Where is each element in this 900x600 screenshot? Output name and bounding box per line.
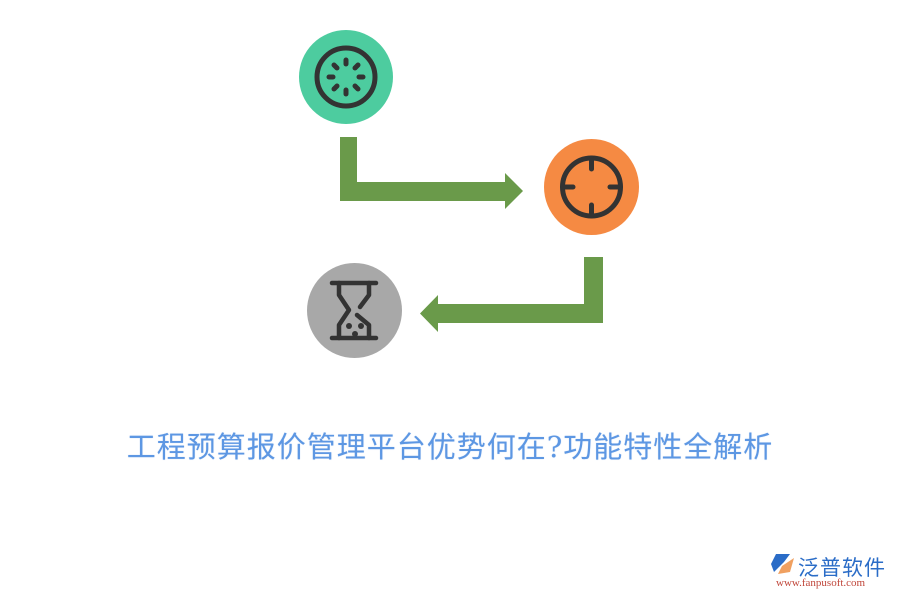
step-2-node [544,139,639,235]
logo-url[interactable]: www.fanpusoft.com [776,577,866,589]
brand-logo[interactable]: 泛普软件 www.fanpusoft.com [770,552,895,592]
fanpu-logo-icon [771,554,794,574]
crosshair-target-icon [560,155,623,219]
arrow-step2-to-step3 [420,257,603,332]
page-title: 工程预算报价管理平台优势何在?功能特性全解析 [126,430,774,464]
loading-spinner-icon [314,45,378,109]
step-3-node [307,263,402,358]
step-1-node [299,30,393,124]
logo-brand-name: 泛普软件 [798,556,886,580]
hourglass-icon [329,280,379,341]
